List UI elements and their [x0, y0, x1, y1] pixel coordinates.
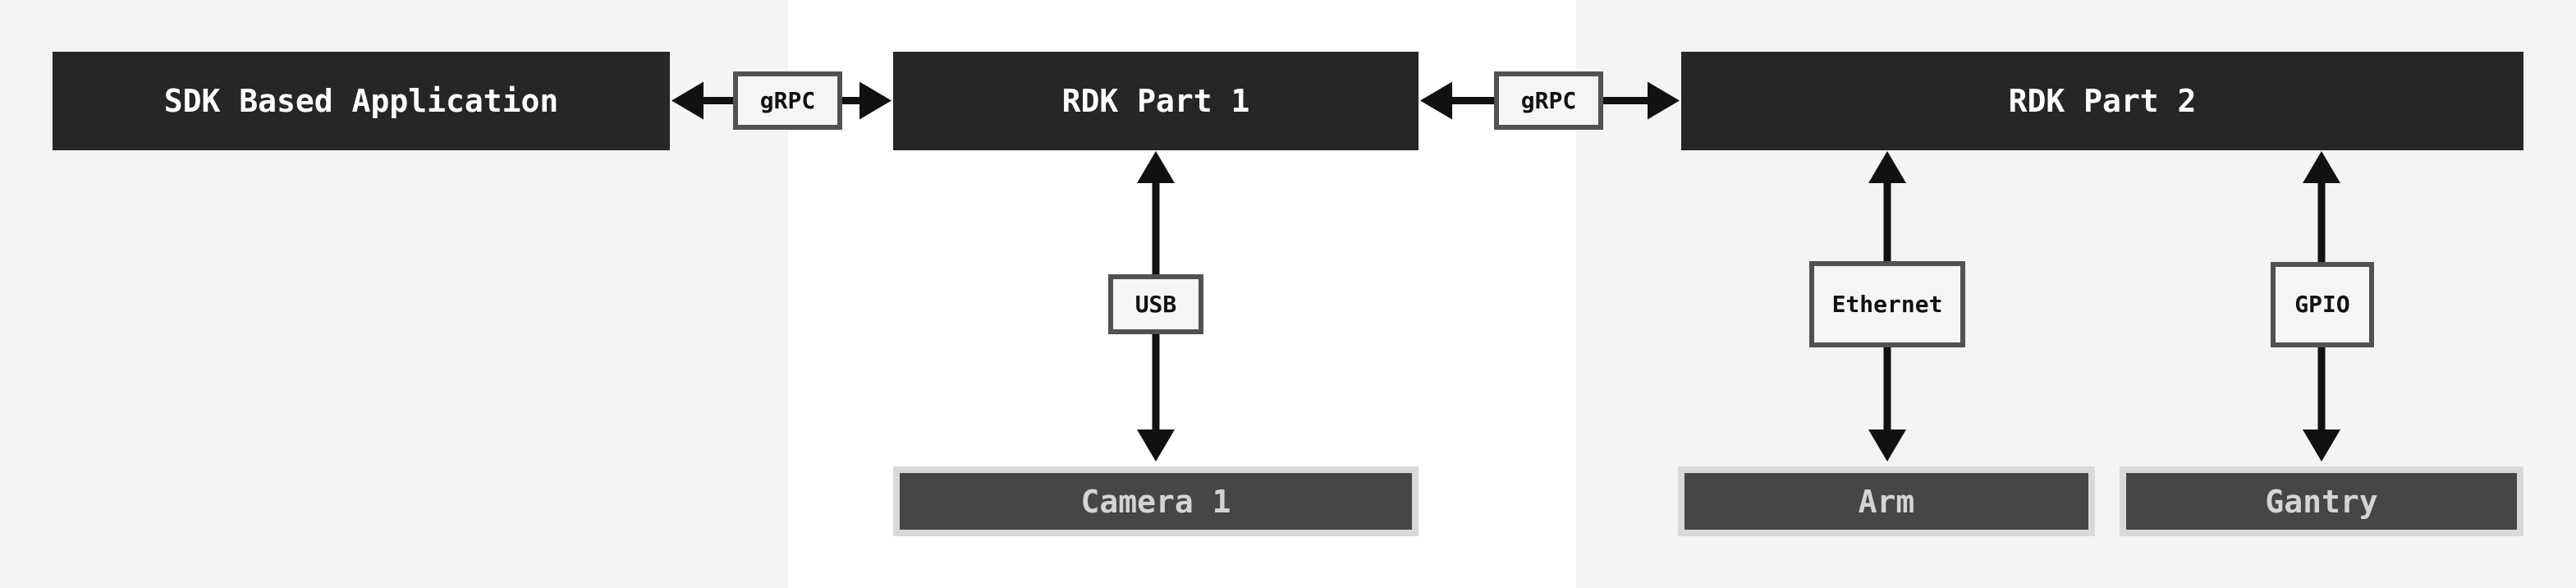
node-gantry-label: Gantry	[2265, 483, 2378, 520]
connector-grpc-sdk-rdk1: gRPC	[733, 71, 842, 130]
node-arm-label: Arm	[1858, 483, 1915, 520]
node-arm-inner: Arm	[1684, 473, 2088, 530]
connector-grpc-1-label: gRPC	[759, 86, 816, 114]
node-gantry: Gantry	[2120, 466, 2523, 536]
connector-grpc-2-label: gRPC	[1520, 86, 1577, 114]
connector-grpc-rdk1-rdk2: gRPC	[1494, 71, 1603, 130]
node-rdk-part-2-label: RDK Part 2	[2008, 83, 2197, 119]
node-arm: Arm	[1678, 466, 2095, 536]
node-rdk-part-1-label: RDK Part 1	[1061, 83, 1250, 119]
node-camera-1-inner: Camera 1	[900, 473, 1412, 530]
connector-gpio: GPIO	[2271, 262, 2374, 347]
connector-ethernet-label: Ethernet	[1831, 290, 1943, 318]
connector-usb: USB	[1108, 274, 1203, 334]
node-gantry-inner: Gantry	[2126, 473, 2517, 530]
connector-gpio-label: GPIO	[2294, 291, 2350, 318]
node-camera-1: Camera 1	[893, 466, 1419, 536]
node-camera-1-label: Camera 1	[1080, 483, 1231, 520]
connector-ethernet: Ethernet	[1809, 261, 1965, 347]
node-rdk-part-2: RDK Part 2	[1681, 52, 2523, 150]
node-rdk-part-1: RDK Part 1	[893, 52, 1419, 150]
connector-usb-label: USB	[1134, 290, 1177, 318]
node-sdk-application: SDK Based Application	[53, 52, 670, 150]
node-sdk-application-label: SDK Based Application	[163, 83, 559, 119]
